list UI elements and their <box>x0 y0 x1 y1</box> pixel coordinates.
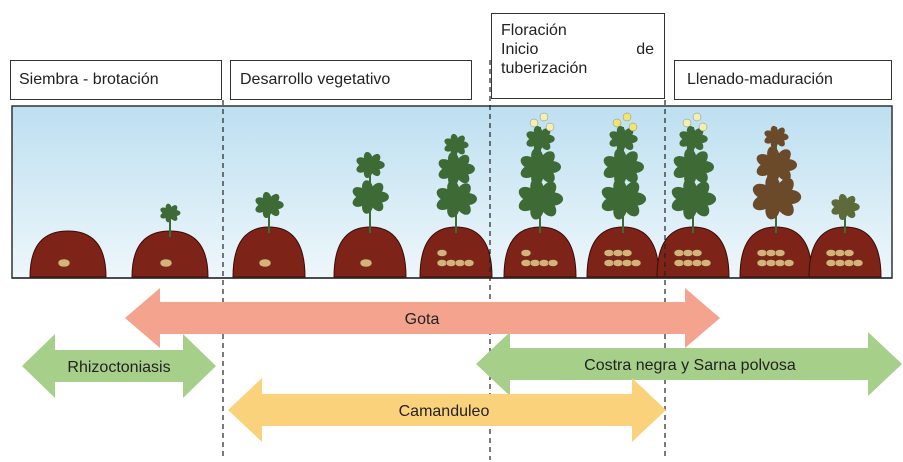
arrow-costra-negra: Costra negra y Sarna polvosa <box>476 332 902 396</box>
plant-flowering-yellow <box>586 112 660 278</box>
stage-llenado-label: Llenado-maduración <box>687 71 833 88</box>
plant-seed <box>29 230 107 278</box>
stage-siembra-brotacion: Siembra - brotación <box>10 60 222 100</box>
plant-sprout <box>131 203 209 278</box>
stage-floracion-inicio: Inicio <box>501 41 539 58</box>
plant-dry <box>808 193 882 278</box>
plant-medium <box>333 151 407 278</box>
stage-floracion-de: de <box>636 41 654 58</box>
plant-flowering-white <box>503 112 577 278</box>
stage-llenado-maduracion: Llenado-maduración <box>674 60 892 100</box>
stage-siembra-label: Siembra - brotación <box>19 71 159 88</box>
camanduleo-label: Camanduleo <box>399 403 490 420</box>
stage-floracion-tuberizacion: Floración Inicio de tuberización <box>491 13 665 99</box>
costra-label: Costra negra y Sarna polvosa <box>584 357 796 374</box>
plant-flowering-pale <box>656 112 730 278</box>
stage-floracion-line1: Floración <box>501 22 567 39</box>
plant-bushy <box>419 133 493 278</box>
plants-layer <box>29 112 882 278</box>
plant-small <box>232 191 306 278</box>
stage-dividers <box>222 60 666 460</box>
stage-desarrollo-label: Desarrollo vegetativo <box>240 71 391 88</box>
stage-floracion-line2: Inicio de <box>501 40 654 59</box>
gota-label: Gota <box>405 311 440 328</box>
stage-desarrollo-vegetativo: Desarrollo vegetativo <box>230 60 472 100</box>
costra-arrow-shape <box>476 332 902 396</box>
camanduleo-arrow-shape <box>228 378 666 442</box>
arrow-camanduleo: Camanduleo <box>228 378 666 442</box>
rhizoctoniasis-label: Rhizoctoniasis <box>67 359 170 376</box>
plant-senescent <box>739 125 813 278</box>
arrow-gota: Gota <box>125 288 720 348</box>
arrow-rhizoctoniasis: Rhizoctoniasis <box>22 334 216 398</box>
rhizoctoniasis-arrow-shape <box>22 334 216 398</box>
stage-floracion-line3: tuberización <box>501 60 588 77</box>
gota-arrow-shape <box>125 288 720 348</box>
